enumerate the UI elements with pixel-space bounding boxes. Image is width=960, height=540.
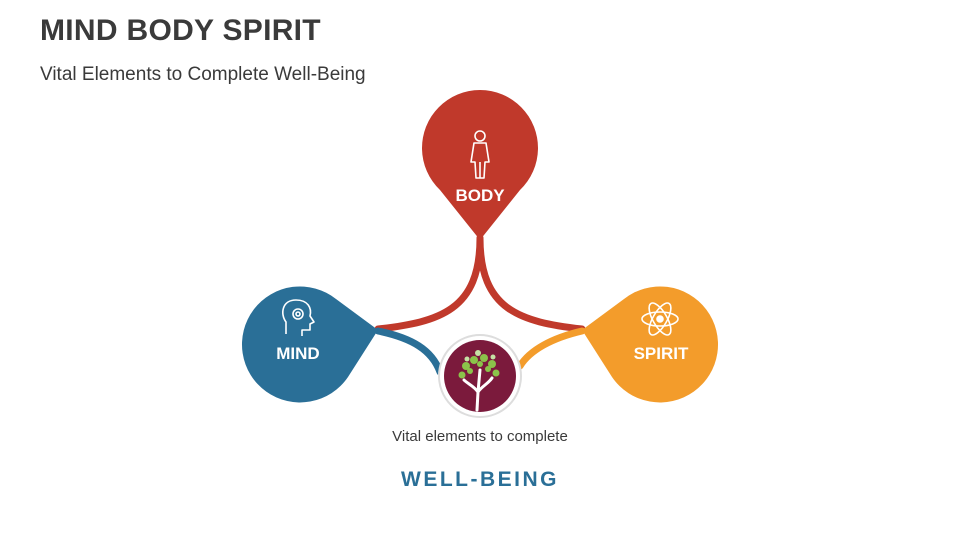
spirit-pin [582, 286, 719, 403]
center-node [438, 334, 522, 418]
connector-mind-center [374, 327, 444, 376]
page-subtitle: Vital Elements to Complete Well-Being [40, 64, 366, 85]
center-caption: Vital elements to complete [392, 428, 568, 445]
mind-node: MIND [241, 286, 378, 403]
mind-label: MIND [276, 344, 319, 363]
spirit-label: SPIRIT [634, 344, 689, 363]
body-label: BODY [455, 186, 505, 205]
connector-body-left [374, 234, 484, 333]
tree-icon [458, 350, 500, 412]
head-gear-icon [282, 299, 315, 336]
atom-icon [641, 302, 679, 336]
connector-body-right [476, 234, 586, 333]
page-title: MIND BODY SPIRIT [40, 14, 321, 47]
mind-pin [241, 286, 378, 403]
body-node: BODY [421, 89, 538, 240]
connector-spirit-center [516, 327, 586, 370]
spirit-node: SPIRIT [582, 286, 719, 403]
center-emphasis: WELL-BEING [401, 468, 559, 491]
human-figure-icon [470, 130, 490, 179]
